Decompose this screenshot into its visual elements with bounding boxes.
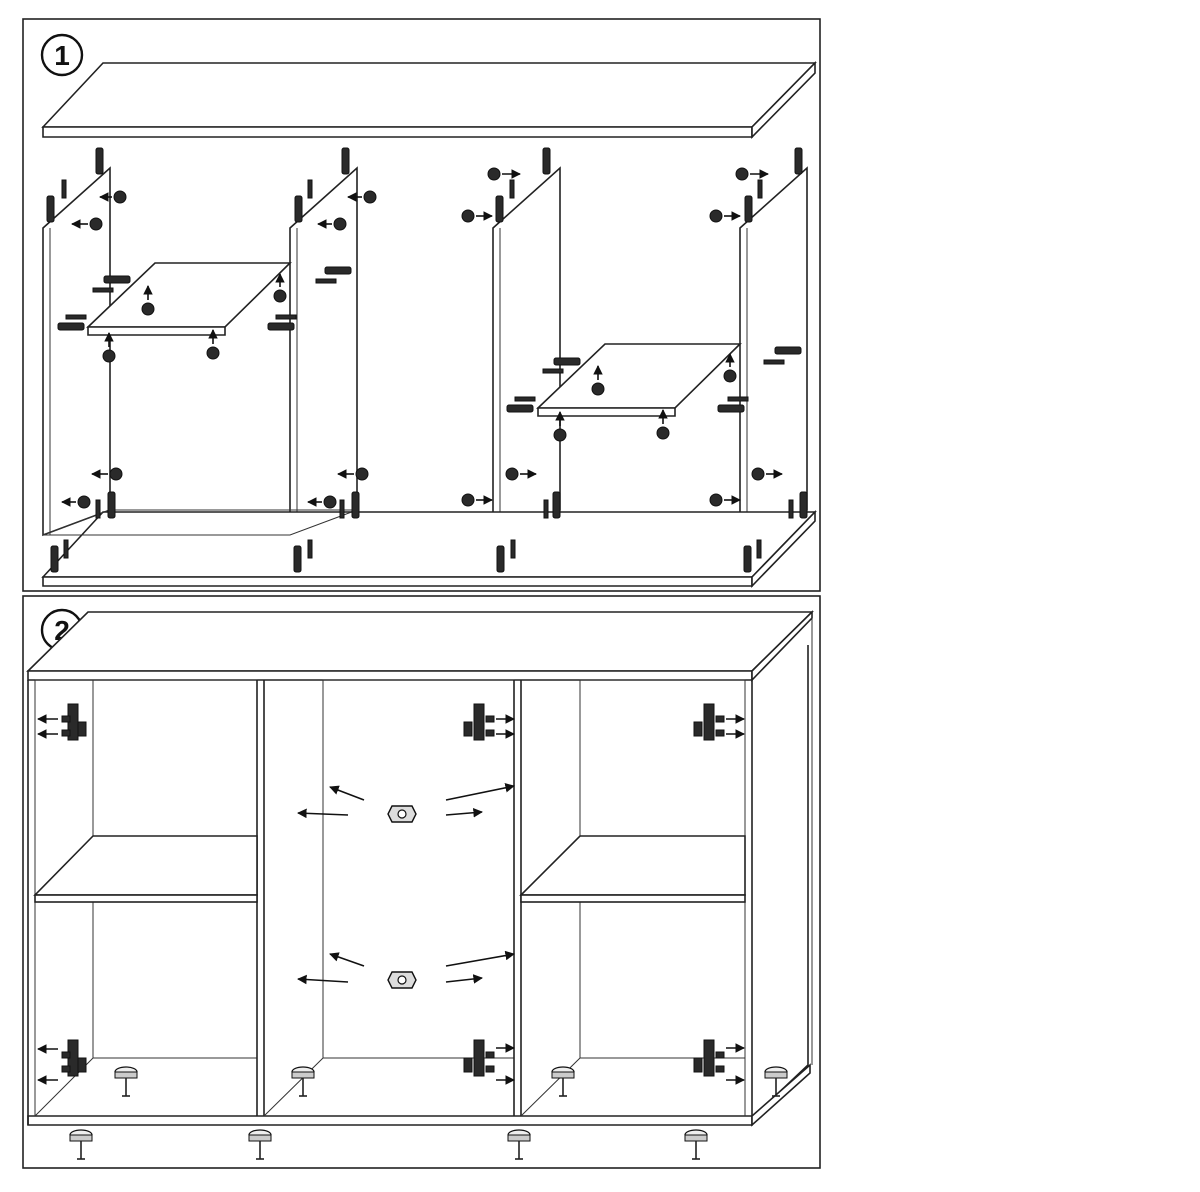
right-compartment: [519, 679, 746, 1117]
step-1-frame: [22, 18, 821, 592]
left-unit: [42, 166, 358, 537]
horizontal-dowel-icon: [57, 266, 802, 413]
step-1-number: 1: [54, 40, 70, 71]
cabinet-bottom: [27, 1063, 811, 1127]
lower-shelf: [536, 343, 742, 417]
left-compartment: [33, 679, 265, 1117]
hinge-icon: [37, 703, 745, 1085]
cabinet-right-side: [751, 645, 809, 1120]
right-unit-left-panel: [492, 166, 561, 537]
cam-bolt-icon: [61, 179, 794, 559]
adjustable-foot-icon: [69, 1066, 788, 1160]
right-unit: [492, 166, 808, 537]
right-side-panel: [289, 166, 358, 537]
door-knob-icon: [297, 783, 515, 989]
step-1-panel: 1: [22, 18, 821, 592]
step-2-panel: 2: [22, 595, 821, 1169]
dowel-icon: [46, 147, 808, 573]
step-1-badge: 1: [40, 33, 84, 77]
step-2-frame: [22, 595, 821, 1169]
bottom-board: [41, 509, 817, 588]
top-board: [41, 61, 817, 139]
cabinet-top: [26, 610, 814, 682]
cam-lock-icon: [61, 167, 783, 509]
middle-shelf: [86, 262, 292, 336]
